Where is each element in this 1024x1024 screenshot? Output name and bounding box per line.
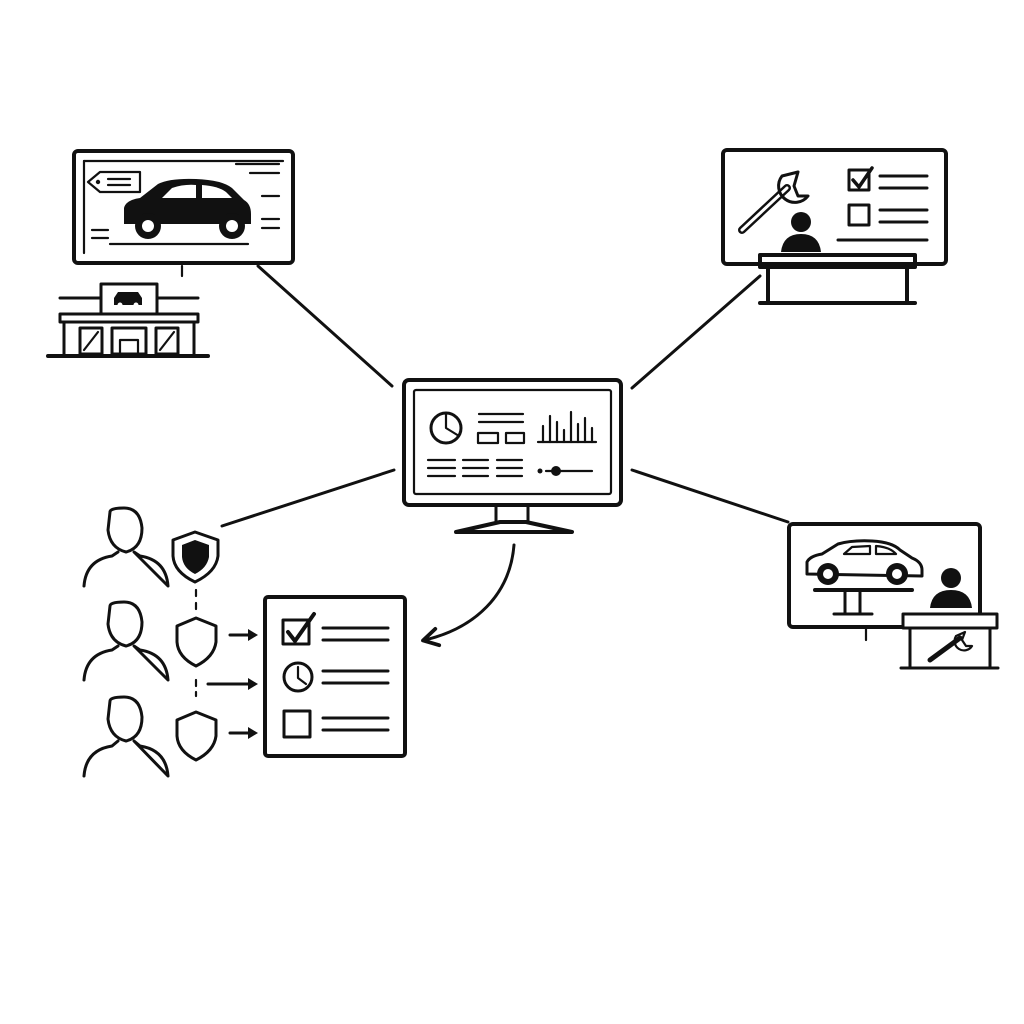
connector-hub-service-desk xyxy=(630,274,762,390)
person-icon xyxy=(82,600,170,682)
dealership-node xyxy=(46,149,295,358)
connector-hub-task-list-arrow xyxy=(421,543,516,648)
empty-checkbox-icon xyxy=(282,709,312,739)
customers-node xyxy=(82,506,258,778)
clock-icon xyxy=(282,661,314,693)
repair-bay-screen xyxy=(787,522,982,629)
repair-bay-node xyxy=(787,522,1000,670)
person-icon xyxy=(781,212,821,252)
person-icon xyxy=(82,695,170,778)
person-icon xyxy=(930,568,972,608)
wrench-icon xyxy=(738,170,810,234)
arrow-right-icon xyxy=(228,629,258,641)
service-desk-node xyxy=(721,148,948,305)
hub-monitor-icon xyxy=(402,378,623,534)
arrow-right-icon xyxy=(228,727,258,739)
service-counter-icon xyxy=(899,612,1000,670)
dealership-building-icon xyxy=(46,282,210,358)
shield-icon xyxy=(171,530,220,584)
car-listing-screen-icon xyxy=(72,149,295,265)
connector-hub-customers xyxy=(220,468,396,528)
car-on-lift-icon xyxy=(805,539,924,616)
connectors xyxy=(220,264,790,648)
pie-chart-icon xyxy=(429,411,463,445)
connector-hub-repair-bay xyxy=(630,468,790,524)
person-icon xyxy=(82,506,170,588)
car-icon xyxy=(124,178,251,239)
wrench-icon xyxy=(927,630,974,663)
checked-checkbox-icon xyxy=(281,612,316,646)
bar-chart-icon xyxy=(536,410,598,444)
checklist-icon xyxy=(836,166,929,242)
shield-icon xyxy=(175,616,218,668)
connector-hub-dealership xyxy=(256,264,394,388)
shield-icon xyxy=(175,710,218,762)
task-list-node xyxy=(263,595,407,758)
task-list-panel xyxy=(263,595,407,758)
service-counter-icon xyxy=(758,253,917,305)
arrow-right-icon xyxy=(206,678,258,690)
slider-icon xyxy=(537,466,594,476)
service-desk-screen xyxy=(721,148,948,266)
price-tag-icon xyxy=(86,170,142,194)
